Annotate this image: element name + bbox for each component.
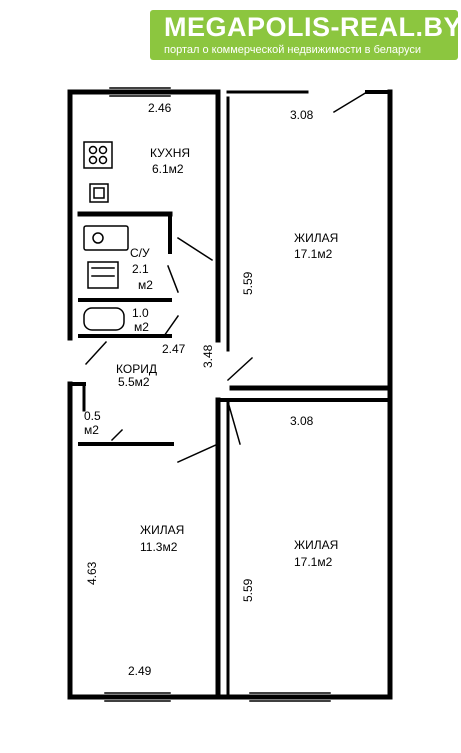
living-top-name: ЖИЛАЯ (294, 231, 338, 245)
closet-area-value: 0.5 (84, 409, 101, 423)
dim-kitchen-width: 2.46 (148, 101, 172, 115)
door-corridor-left (84, 340, 108, 366)
toilet-icon (83, 307, 125, 331)
door-closet (110, 428, 124, 442)
site-banner: MEGAPOLIS-REAL.BY портал о коммерческой … (150, 10, 461, 60)
door-bottom-left (177, 443, 219, 463)
toilet-area-value: 1.0 (132, 306, 149, 320)
dim-top-room-height: 5.59 (241, 271, 255, 295)
bathtub-icon (83, 225, 129, 251)
dim-bottom-right-width: 3.08 (290, 414, 314, 428)
living-bottom-right-area: 17.1м2 (294, 555, 333, 569)
bathroom-area-value: 2.1 (132, 262, 149, 276)
closet-area-unit: м2 (84, 423, 99, 437)
bathroom-area-unit: м2 (138, 278, 153, 292)
washbasin-icon (87, 261, 119, 289)
corridor-area: 5.5м2 (118, 375, 150, 389)
window-bottom-right (249, 692, 331, 702)
living-top-area: 17.1м2 (294, 247, 333, 261)
kitchen-area: 6.1м2 (152, 162, 184, 176)
door-top-room-2 (332, 90, 369, 114)
banner-title: MEGAPOLIS-REAL.BY (164, 12, 461, 42)
dim-bottom-left-height: 4.63 (85, 561, 99, 585)
stove-icon (83, 141, 113, 169)
window-kitchen (109, 87, 171, 97)
kitchen-name: КУХНЯ (150, 146, 190, 160)
dim-top-room-width: 3.08 (290, 108, 314, 122)
corridor-name: КОРИД (116, 362, 157, 376)
dim-bottom-left-width: 2.49 (128, 664, 152, 678)
door-bottom-right (227, 401, 241, 445)
living-bottom-right-name: ЖИЛАЯ (294, 538, 338, 552)
door-kitchen (176, 236, 214, 262)
living-bottom-left-name: ЖИЛАЯ (140, 523, 184, 537)
banner-subtitle: портал о коммерческой недвижимости в бел… (164, 44, 422, 56)
dim-bottom-right-height: 5.59 (241, 578, 255, 602)
door-toilet (162, 314, 180, 338)
dim-corridor-length: 2.47 (162, 342, 186, 356)
door-bath (167, 265, 179, 293)
toilet-area-unit: м2 (134, 320, 149, 334)
dim-corridor-height: 3.48 (201, 344, 215, 368)
window-bottom-left (104, 692, 171, 702)
bathroom-name: С/У (130, 246, 150, 260)
sink-icon (89, 183, 109, 203)
living-bottom-left-area: 11.3м2 (140, 540, 178, 554)
door-top-room (226, 356, 254, 382)
